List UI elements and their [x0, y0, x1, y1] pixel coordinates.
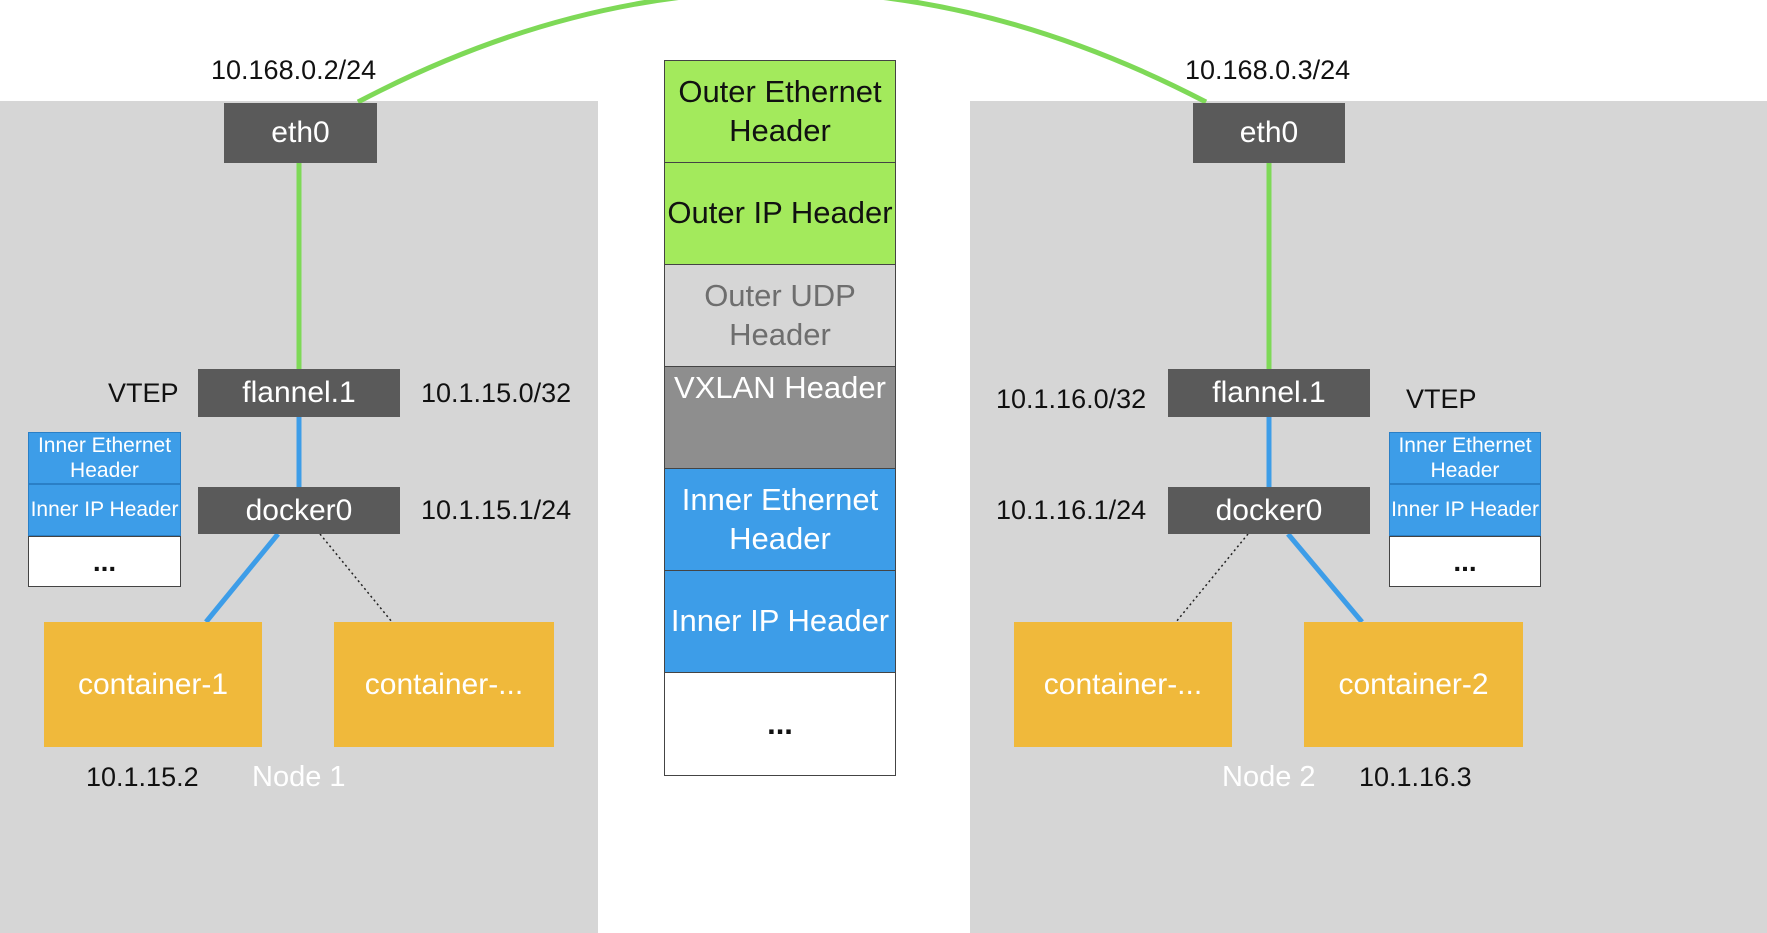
node2-docker-container2-link	[1286, 532, 1364, 624]
node1-docker-ip: 10.1.15.1/24	[421, 495, 572, 525]
node2-docker-containerx-link	[1175, 533, 1249, 623]
packet-vxlan-header: VXLAN Header	[665, 367, 895, 469]
node1-container-other: container-...	[334, 622, 554, 747]
node2-container-other: container-...	[1014, 622, 1232, 747]
node2-container-2: container-2	[1304, 622, 1523, 747]
node2-mini-rest: ...	[1389, 536, 1541, 587]
node2-flannel-ip: 10.1.16.0/32	[996, 384, 1147, 414]
node2-eth0-ip: 10.168.0.3/24	[1185, 55, 1351, 85]
node1-container1-ip: 10.1.15.2	[86, 762, 199, 792]
node1-docker-container1-link	[204, 532, 280, 624]
node1-mini-inner-ethernet: Inner Ethernet Header	[28, 432, 181, 484]
packet-outer-udp-header: Outer UDP Header	[665, 265, 895, 367]
node1-eth0: eth0	[224, 103, 377, 163]
packet-inner-ethernet-header: Inner Ethernet Header	[665, 469, 895, 571]
node1-mini-packet: Inner Ethernet Header Inner IP Header ..…	[28, 432, 181, 587]
vxlan-packet: Outer Ethernet Header Outer IP Header Ou…	[664, 60, 896, 776]
packet-outer-ip-header: Outer IP Header	[665, 163, 895, 265]
node2-flannel: flannel.1	[1168, 369, 1370, 417]
node1-flannel: flannel.1	[198, 369, 400, 417]
node2-mini-inner-ip: Inner IP Header	[1389, 484, 1541, 536]
node1-mini-rest: ...	[28, 536, 181, 587]
node1-container-1: container-1	[44, 622, 262, 747]
node1-eth0-ip: 10.168.0.2/24	[211, 55, 377, 85]
packet-payload: ...	[665, 673, 895, 775]
node1-flannel-ip: 10.1.15.0/32	[421, 378, 572, 408]
node2-eth0: eth0	[1193, 103, 1345, 163]
node2-container2-ip: 10.1.16.3	[1359, 762, 1472, 792]
node1-mini-inner-ip: Inner IP Header	[28, 484, 181, 536]
packet-outer-ethernet-header: Outer Ethernet Header	[665, 61, 895, 163]
node2-docker0: docker0	[1168, 487, 1370, 534]
packet-inner-ip-header: Inner IP Header	[665, 571, 895, 673]
node1-docker0: docker0	[198, 487, 400, 534]
node2-name: Node 2	[1222, 761, 1316, 793]
node2-docker-ip: 10.1.16.1/24	[996, 495, 1147, 525]
node2-mini-packet: Inner Ethernet Header Inner IP Header ..…	[1389, 432, 1541, 587]
node1-vtep-label: VTEP	[108, 378, 179, 408]
tunnel-arc	[356, 0, 1208, 105]
node1-name: Node 1	[252, 761, 346, 793]
node2-vtep-label: VTEP	[1406, 384, 1477, 414]
node2-mini-inner-ethernet: Inner Ethernet Header	[1389, 432, 1541, 484]
node1-docker-containerx-link	[319, 533, 393, 623]
